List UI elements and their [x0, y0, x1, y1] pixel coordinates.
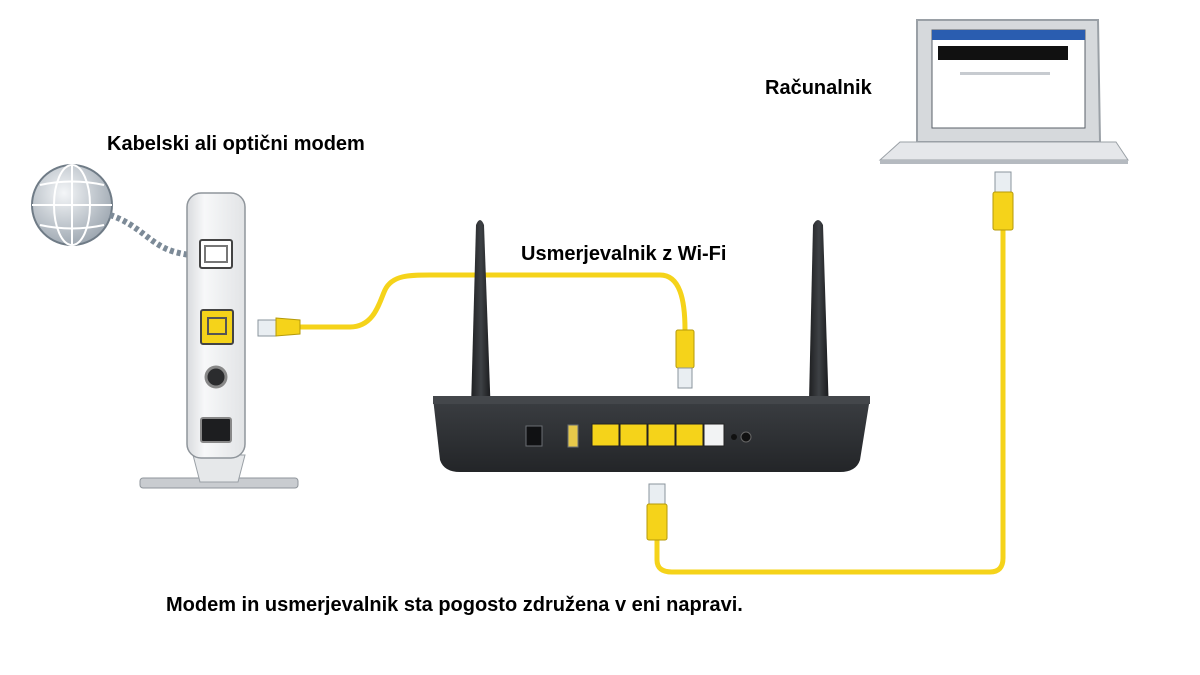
computer-label: Računalnik — [765, 77, 872, 99]
router-lan-ports — [591, 423, 704, 447]
power-port — [200, 417, 232, 443]
antenna-right — [808, 220, 830, 445]
ethernet-cable-modem-router — [257, 272, 695, 389]
antenna-left — [470, 220, 492, 445]
modem-label: Kabelski ali optični modem — [107, 133, 365, 155]
router-device — [433, 396, 870, 472]
footnote-label: Modem in usmerjevalnik sta pogosto združ… — [166, 594, 743, 616]
ethernet-cable-router-laptop — [646, 171, 1014, 575]
globe-icon — [31, 164, 113, 246]
router-usb-port — [567, 424, 579, 448]
laptop-icon — [878, 19, 1129, 164]
router-power-port — [525, 425, 543, 447]
modem-device — [139, 192, 299, 489]
router-dsl-port — [703, 423, 725, 447]
ethernet-port — [200, 309, 234, 345]
power-button — [204, 365, 228, 389]
router-label: Usmerjevalnik z Wi-Fi — [521, 243, 727, 265]
